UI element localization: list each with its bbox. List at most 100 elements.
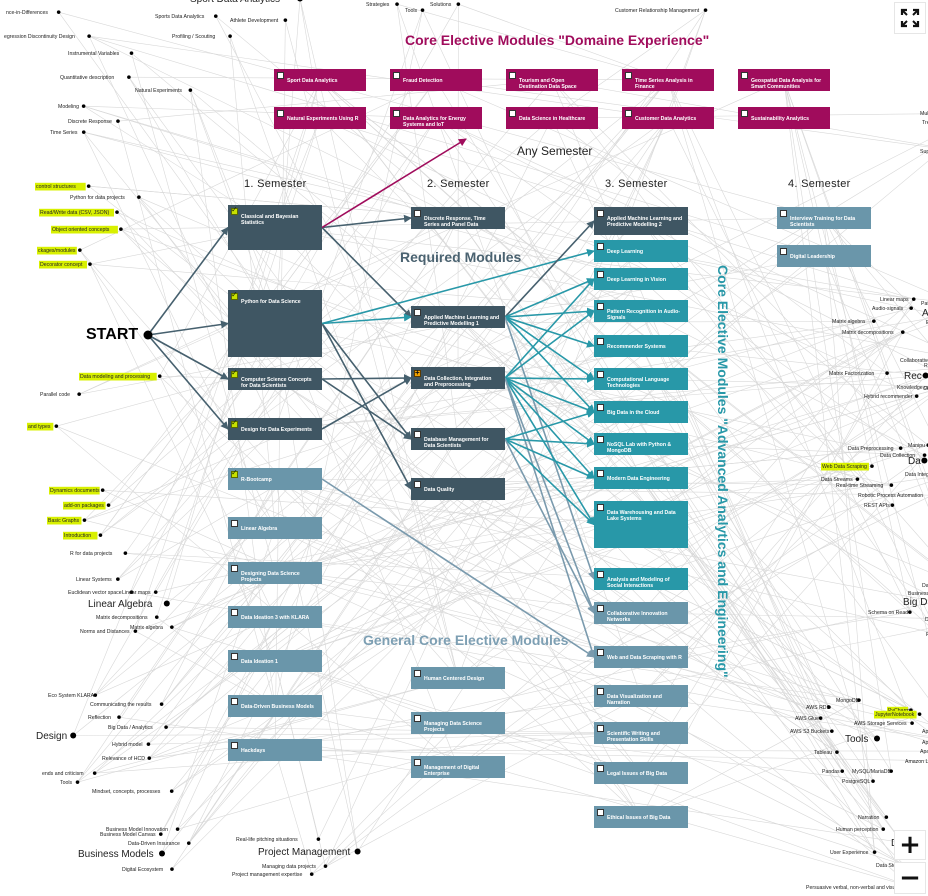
module-checkbox[interactable] xyxy=(414,431,421,438)
module-checkbox[interactable] xyxy=(597,688,604,695)
module-checkbox[interactable] xyxy=(780,210,787,217)
keyword-node[interactable] xyxy=(914,394,919,398)
keyword-node[interactable] xyxy=(309,872,314,876)
module-card[interactable]: Designing Data Science Projects xyxy=(228,562,322,584)
module-card[interactable]: Collaborative Innovation Networks xyxy=(594,602,688,624)
module-checkbox[interactable] xyxy=(231,468,238,478)
module-card[interactable]: Computer Science Concepts for Data Scien… xyxy=(228,368,322,390)
module-card[interactable]: Human Centered Design xyxy=(411,667,505,689)
keyword-node[interactable] xyxy=(75,780,80,784)
keyword-node[interactable] xyxy=(881,827,886,831)
keyword-node[interactable] xyxy=(170,867,174,871)
keyword-node[interactable] xyxy=(153,590,158,594)
keyword-node[interactable] xyxy=(100,488,105,492)
module-checkbox[interactable] xyxy=(597,210,604,217)
module-checkbox[interactable] xyxy=(597,470,604,477)
keyword-node[interactable] xyxy=(316,837,321,841)
module-card[interactable]: Python for Data Science xyxy=(228,290,322,357)
module-card[interactable]: R-Bootcamp xyxy=(228,468,322,490)
module-checkbox[interactable] xyxy=(597,243,604,250)
module-checkbox[interactable] xyxy=(509,110,516,117)
keyword-node[interactable] xyxy=(116,577,120,581)
module-checkbox[interactable] xyxy=(414,481,421,488)
keyword-node[interactable] xyxy=(835,750,839,754)
module-card[interactable]: Deep Learning xyxy=(594,240,688,262)
module-card[interactable]: Design for Data Experiments xyxy=(228,418,322,440)
module-checkbox[interactable] xyxy=(231,520,238,527)
keyword-node[interactable] xyxy=(857,698,861,702)
module-checkbox[interactable] xyxy=(231,653,238,660)
keyword-node[interactable] xyxy=(78,248,82,252)
module-card[interactable]: Data-Driven Business Models xyxy=(228,695,322,717)
keyword-node[interactable] xyxy=(900,330,905,334)
module-checkbox[interactable] xyxy=(597,725,604,732)
keyword-node[interactable] xyxy=(840,769,845,773)
module-checkbox[interactable] xyxy=(597,271,604,278)
keyword-node[interactable] xyxy=(106,503,111,507)
module-checkbox[interactable] xyxy=(231,205,238,215)
keyword-node[interactable] xyxy=(157,374,162,378)
keyword-node[interactable] xyxy=(884,815,889,819)
module-card[interactable]: Modern Data Engineering xyxy=(594,467,688,489)
keyword-node[interactable] xyxy=(92,771,97,775)
keyword-node[interactable] xyxy=(827,705,831,709)
module-card[interactable]: Linear Algebra xyxy=(228,517,322,539)
keyword-node[interactable] xyxy=(395,2,399,6)
module-checkbox[interactable] xyxy=(780,248,787,255)
keyword-node[interactable] xyxy=(129,51,134,55)
module-checkbox[interactable] xyxy=(597,809,604,816)
module-card[interactable]: Data Collection, Integration and Preproc… xyxy=(411,367,505,389)
keyword-node[interactable] xyxy=(170,625,174,629)
module-card[interactable]: Deep Learning in Vision xyxy=(594,268,688,290)
module-checkbox[interactable] xyxy=(509,72,516,79)
keyword-node[interactable] xyxy=(872,319,876,323)
module-checkbox[interactable] xyxy=(597,605,604,612)
keyword-node[interactable] xyxy=(910,721,914,725)
keyword-node[interactable] xyxy=(77,392,81,396)
keyword-node[interactable] xyxy=(213,14,218,18)
module-checkbox[interactable] xyxy=(231,290,238,300)
module-card[interactable]: Recommender Systems xyxy=(594,335,688,357)
keyword-node[interactable] xyxy=(874,735,880,742)
module-card[interactable]: Web and Data Scraping with R xyxy=(594,646,688,668)
keyword-node[interactable] xyxy=(890,503,895,507)
module-card[interactable]: Big Data in the Cloud xyxy=(594,401,688,423)
keyword-node[interactable] xyxy=(123,551,128,555)
module-card[interactable]: Hackdays xyxy=(228,739,322,761)
keyword-node[interactable] xyxy=(354,848,361,855)
keyword-node[interactable] xyxy=(921,457,928,464)
module-card[interactable]: Time Series Analysis in Finance xyxy=(622,69,714,91)
keyword-node[interactable] xyxy=(872,850,877,854)
fullscreen-button[interactable] xyxy=(894,2,926,34)
module-card[interactable]: Customer Data Analytics xyxy=(622,107,714,129)
keyword-node[interactable] xyxy=(323,864,328,868)
keyword-node[interactable] xyxy=(147,756,152,760)
keyword-node[interactable] xyxy=(889,483,894,487)
keyword-node[interactable] xyxy=(115,210,119,214)
module-checkbox[interactable] xyxy=(597,504,604,511)
keyword-node[interactable] xyxy=(87,34,91,38)
keyword-node[interactable] xyxy=(129,590,134,594)
module-card[interactable]: Tourism and Open Destination Data Space xyxy=(506,69,598,91)
keyword-node[interactable] xyxy=(56,10,61,14)
keyword-node[interactable] xyxy=(909,306,913,310)
module-checkbox[interactable] xyxy=(625,72,632,79)
module-checkbox[interactable] xyxy=(597,649,604,656)
module-checkbox[interactable] xyxy=(414,670,421,677)
module-checkbox[interactable] xyxy=(414,715,421,722)
keyword-node[interactable] xyxy=(82,518,87,522)
keyword-node[interactable] xyxy=(117,715,121,719)
module-checkbox[interactable] xyxy=(597,404,604,411)
module-checkbox[interactable] xyxy=(597,571,604,578)
module-checkbox[interactable] xyxy=(597,371,604,378)
module-checkbox[interactable] xyxy=(231,368,238,378)
keyword-node[interactable] xyxy=(420,8,425,12)
keyword-node[interactable] xyxy=(169,789,174,793)
module-card[interactable]: Pattern Recognition in Audio-Signals xyxy=(594,300,688,322)
module-card[interactable]: Ethical Issues of Big Data xyxy=(594,806,688,828)
keyword-node[interactable] xyxy=(922,453,927,457)
module-card[interactable]: Discrete Response, Time Series and Panel… xyxy=(411,207,505,229)
keyword-node[interactable] xyxy=(146,742,151,746)
module-card[interactable]: Sport Data Analytics xyxy=(274,69,366,91)
zoom-in-button[interactable]: + xyxy=(894,830,926,860)
